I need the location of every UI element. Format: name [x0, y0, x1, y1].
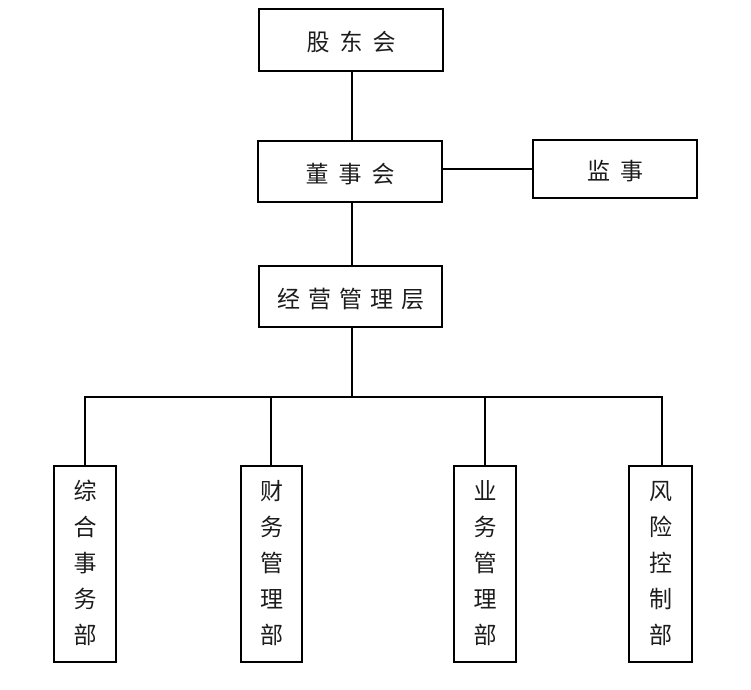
node-board-label: 董事会 — [305, 161, 405, 188]
node-dept-financial-management: 财务管理部 — [240, 465, 303, 663]
node-dept-general-affairs: 综合事务部 — [53, 465, 117, 663]
node-dept-business-management-label: 业务管理部 — [473, 479, 497, 649]
node-supervisor: 监事 — [532, 139, 698, 199]
node-management-layer: 经营管理层 — [258, 265, 443, 328]
connector-drop-risk — [661, 397, 663, 465]
node-shareholders-meeting: 股东会 — [258, 8, 444, 72]
connector-board-supervisor — [443, 168, 532, 170]
connector-management-departments — [351, 328, 353, 397]
node-supervisor-label: 监事 — [587, 159, 653, 185]
node-dept-risk-control: 风险控制部 — [628, 465, 693, 663]
node-board-of-directors: 董事会 — [257, 140, 443, 203]
connector-shareholders-board — [351, 72, 353, 140]
node-dept-risk-control-label: 风险控制部 — [649, 479, 672, 649]
node-shareholders-label: 股东会 — [306, 30, 406, 56]
connector-board-management — [351, 203, 353, 265]
node-dept-business-management: 业务管理部 — [453, 465, 517, 663]
connector-drop-business — [484, 397, 486, 465]
node-dept-general-affairs-label: 综合事务部 — [73, 479, 97, 649]
connector-drop-finance — [270, 397, 272, 465]
node-dept-financial-management-label: 财务管理部 — [260, 479, 283, 649]
node-management-label: 经营管理层 — [277, 286, 432, 313]
connector-drop-general-affairs — [84, 397, 86, 465]
connector-distributor-line — [84, 396, 663, 398]
